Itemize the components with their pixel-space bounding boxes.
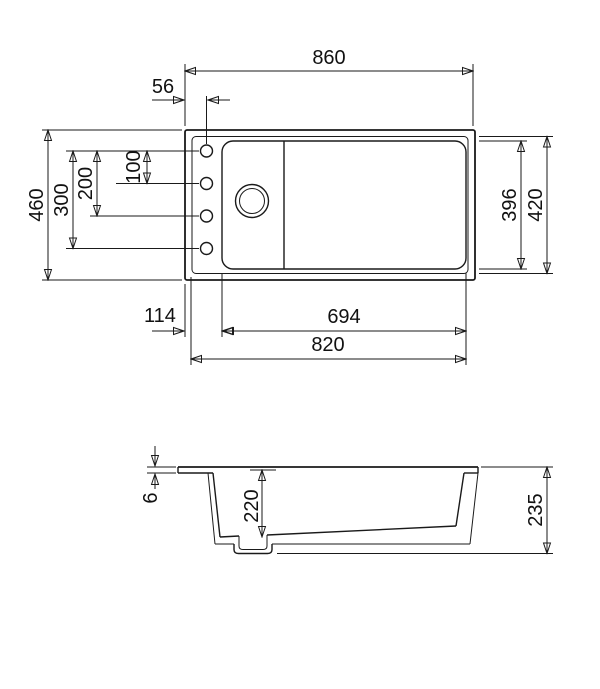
- section-dimensions: 6 220 235: [140, 446, 553, 554]
- dim-bowl-length: 694: [222, 273, 466, 365]
- plan-dimensions: 860 56 460 300 200: [26, 47, 553, 365]
- dimension-label: 860: [312, 47, 345, 69]
- dim-tap-pitch-300: 300: [51, 151, 199, 249]
- sink-outer-edge: [184, 129, 476, 281]
- bowl-outline: [221, 140, 467, 270]
- dim-tap-hole-offset: 56: [152, 76, 230, 144]
- dimension-label: 220: [241, 489, 263, 522]
- dimension-label: 114: [144, 305, 176, 327]
- dimension-label: 460: [26, 188, 48, 221]
- dim-bowl-left-offset: 114: [144, 273, 250, 337]
- dimension-label: 200: [75, 167, 97, 200]
- dimension-label: 396: [499, 188, 521, 221]
- tap-hole-1: [199, 144, 214, 158]
- dim-tap-pitch-200: 200: [75, 151, 199, 216]
- bowl-wall-left-inner: [212, 472, 221, 538]
- bowl-wall-right-inner: [455, 472, 465, 527]
- drain-trap-inner: [238, 535, 268, 550]
- dimension-label: 694: [327, 306, 360, 328]
- dimension-label: 235: [525, 493, 547, 526]
- plan-view: [184, 129, 476, 281]
- dim-overall-height: 235: [277, 467, 553, 554]
- dim-overall-length: 860: [185, 47, 473, 126]
- dimension-label: 6: [140, 492, 162, 503]
- bowl-wall-right-outer: [469, 472, 479, 545]
- tap-hole-4: [199, 241, 214, 256]
- drain-inner-circle: [239, 188, 265, 214]
- bowl-wall-left-outer: [207, 472, 216, 545]
- dim-rim-inner-width: 420: [479, 137, 553, 274]
- dimension-label: 300: [51, 183, 73, 216]
- dim-rim-height: 6: [140, 446, 176, 504]
- dimension-label: 56: [152, 76, 174, 98]
- tap-hole-2: [199, 176, 214, 191]
- dim-bowl-inner-width: 396: [479, 141, 527, 269]
- dim-overall-width: 460: [26, 130, 182, 280]
- dimension-label: 820: [311, 334, 344, 356]
- bowl-bottom-inner-left: [219, 535, 240, 538]
- drain-trap-outer: [233, 544, 273, 555]
- dimension-label: 420: [525, 188, 547, 221]
- bowl-bottom-inner-right: [266, 525, 457, 536]
- drain-outer-circle: [234, 183, 270, 219]
- dim-tap-pitch-100: 100: [116, 150, 199, 183]
- tap-hole-3: [199, 209, 214, 223]
- dim-rim-inner-length: 820: [191, 277, 466, 365]
- dimension-label: 100: [123, 150, 145, 183]
- dim-bowl-depth: 220: [241, 470, 276, 537]
- sink-rim-inner-edge: [191, 136, 469, 274]
- section-view: [177, 466, 479, 555]
